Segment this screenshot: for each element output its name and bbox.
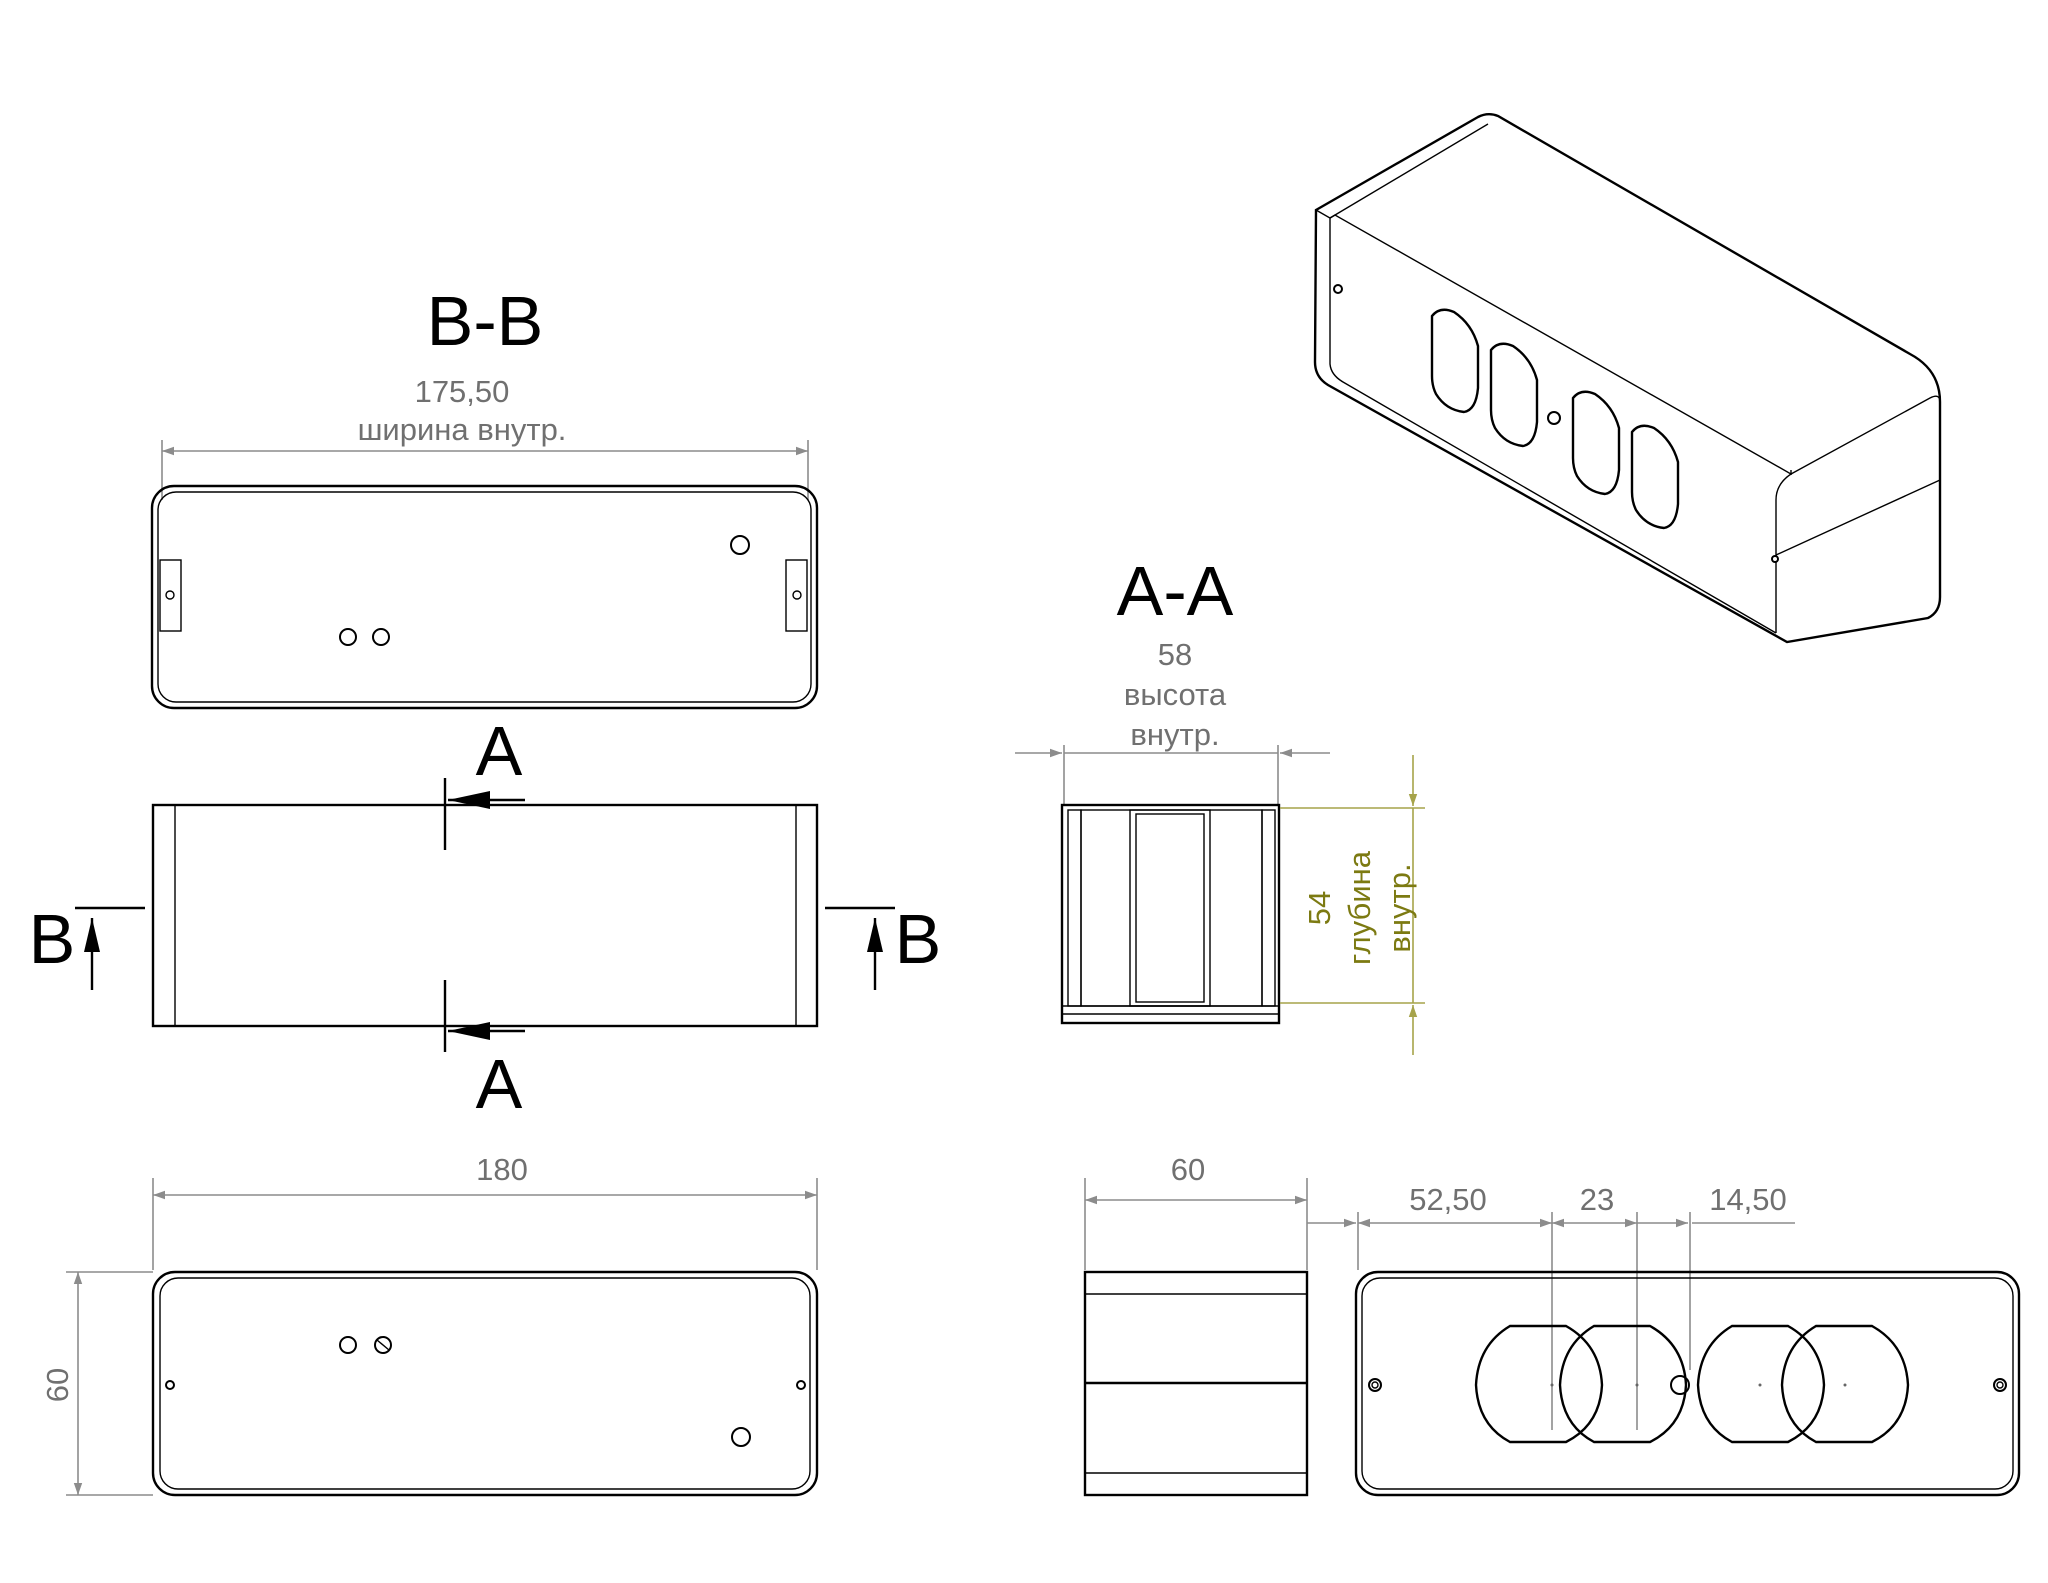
section-bb-title: B-B — [427, 282, 544, 360]
front-width-dimension-line — [152, 1178, 818, 1270]
front-body — [151, 1270, 819, 1497]
side-width-value: 60 — [1171, 1152, 1205, 1187]
cut-line-a — [443, 778, 525, 1052]
aa-depth-note-2: внутр. — [1382, 863, 1417, 952]
bb-width-value: 175,50 — [415, 374, 510, 409]
cut-a-label-bottom: A — [476, 1045, 523, 1123]
back-view: 52,50 23 14,50 — [1307, 1182, 2021, 1497]
back-cutouts — [1474, 1324, 1910, 1444]
aa-depth-value: 54 — [1302, 891, 1337, 925]
front-height-value: 60 — [40, 1368, 75, 1402]
cut-b-label-left: B — [29, 900, 76, 978]
isometric-cutouts — [1430, 308, 1680, 530]
aa-section-body — [1060, 803, 1281, 1025]
offset-3-value: 14,50 — [1709, 1182, 1787, 1217]
offset-dimension-lines — [1307, 1212, 1795, 1430]
bb-width-dimension-line — [161, 440, 809, 500]
front-view: 180 60 — [40, 1152, 819, 1497]
bb-section-body — [150, 484, 819, 710]
offset-1-value: 52,50 — [1409, 1182, 1487, 1217]
aa-depth-note-1: глубина — [1342, 850, 1377, 965]
side-body — [1083, 1270, 1309, 1497]
aa-height-dimension-line — [1015, 745, 1330, 805]
bb-width-note: ширина внутр. — [358, 412, 567, 447]
section-aa-view: A-A 58 высота внутр. — [1015, 552, 1425, 1055]
offset-2-value: 23 — [1580, 1182, 1614, 1217]
front-width-value: 180 — [476, 1152, 528, 1187]
cut-b-label-right: B — [895, 900, 942, 978]
top-view-with-cuts: A A B B — [29, 712, 942, 1123]
section-bb-view: B-B 175,50 ширина внутр. — [150, 282, 819, 710]
side-width-dimension-line — [1084, 1178, 1308, 1270]
aa-height-note-2: внутр. — [1130, 717, 1219, 752]
aa-height-value: 58 — [1158, 637, 1192, 672]
side-view: 60 — [1083, 1152, 1309, 1497]
front-height-dimension-line — [66, 1271, 153, 1496]
isometric-view — [1313, 113, 1942, 644]
section-aa-title: A-A — [1117, 552, 1234, 630]
cut-a-label-top: A — [476, 712, 523, 790]
back-body — [1354, 1270, 2021, 1497]
aa-depth-dimension-line — [1280, 755, 1425, 1055]
cut-line-b — [75, 906, 895, 990]
aa-height-note-1: высота — [1124, 677, 1227, 712]
